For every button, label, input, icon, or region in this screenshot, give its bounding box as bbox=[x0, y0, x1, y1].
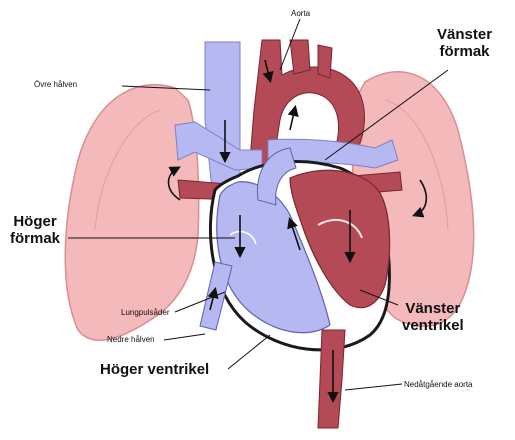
label-aorta: Aorta bbox=[291, 9, 310, 18]
leader-nedre-halven bbox=[164, 334, 205, 340]
label-ovre-halven: Övre hålven bbox=[34, 80, 77, 89]
label-vanster-ventrikel-line1: Vänster bbox=[402, 300, 464, 317]
label-vanster-formak-line2: förmak bbox=[437, 43, 492, 60]
left-lung bbox=[65, 85, 198, 341]
descending-aorta bbox=[318, 330, 345, 428]
label-vanster-formak: Vänster förmak bbox=[437, 26, 492, 60]
leader-hoger-ventrikel bbox=[228, 335, 270, 369]
label-nedre-halven: Nedre hålven bbox=[107, 335, 155, 344]
label-vanster-formak-line1: Vänster bbox=[437, 26, 492, 43]
label-vanster-ventrikel: Vänster ventrikel bbox=[402, 300, 464, 334]
label-hoger-formak: Höger förmak bbox=[10, 213, 60, 247]
label-hoger-ventrikel: Höger ventrikel bbox=[100, 361, 209, 378]
label-hoger-formak-line2: förmak bbox=[10, 230, 60, 247]
label-vanster-ventrikel-line2: ventrikel bbox=[402, 317, 464, 334]
label-lungpulsader: Lungpulsåder bbox=[121, 308, 169, 317]
label-nedatgaende-aorta: Nedåtgående aorta bbox=[404, 380, 473, 389]
label-hoger-formak-line1: Höger bbox=[10, 213, 60, 230]
leader-nedatgaende-aorta bbox=[345, 384, 402, 390]
